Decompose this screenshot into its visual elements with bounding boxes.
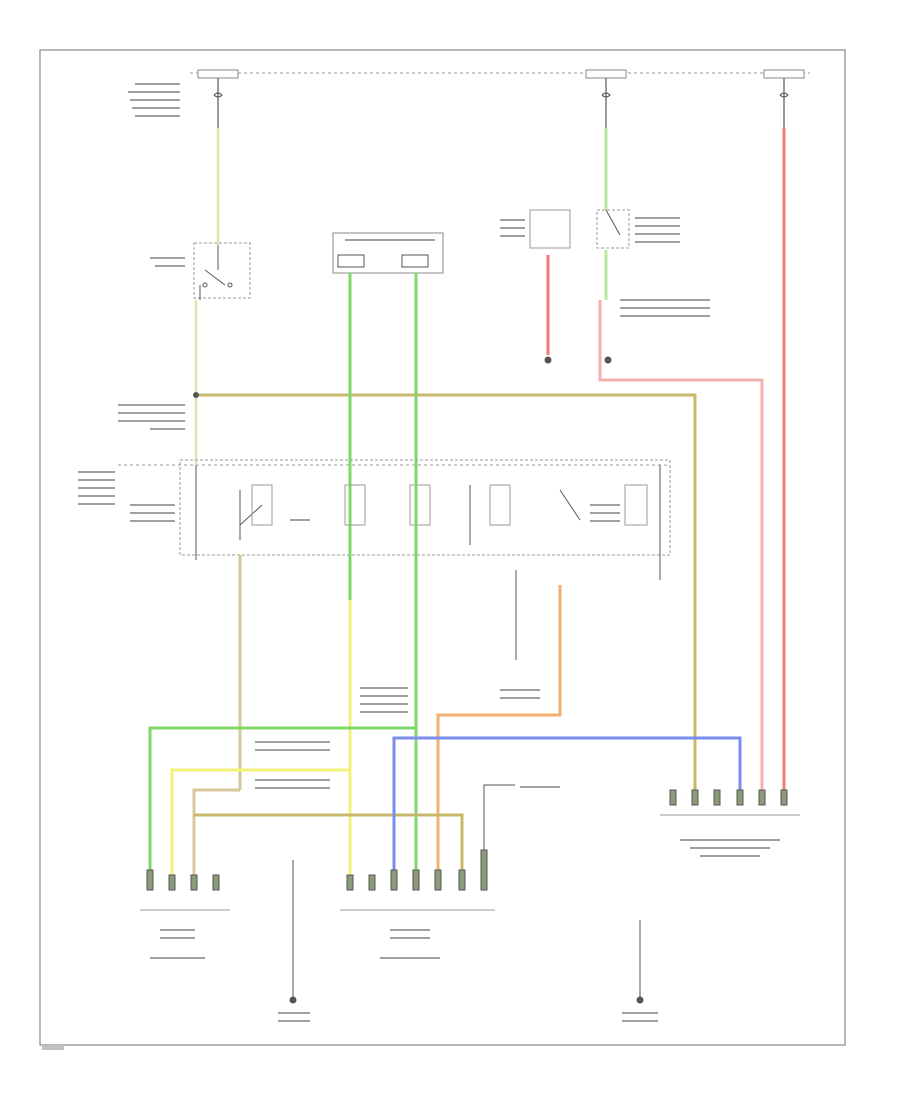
blue-harness — [392, 736, 742, 880]
olive-lower-harness — [194, 813, 464, 880]
left-fuse-label-block — [128, 83, 180, 117]
top-bus-lines — [118, 72, 810, 466]
left-trailer-connector — [140, 869, 230, 911]
right-connector-label — [680, 839, 780, 857]
yellow-horizontal-harness — [170, 768, 350, 880]
stop-lamp-switch-label — [150, 257, 185, 267]
olive-trunk-wire — [193, 392, 697, 800]
middle-connector-label — [380, 929, 440, 959]
ground-symbol-bottom-right — [636, 920, 644, 1004]
ground-labels — [278, 1012, 658, 1022]
orange-wire — [436, 585, 562, 880]
tan-horizontal-harness — [192, 788, 240, 880]
harness-labels — [255, 687, 560, 789]
left-junction-label — [78, 404, 185, 505]
ground-symbol-upper-left — [544, 356, 552, 364]
pink-wire-right — [598, 300, 764, 800]
fuse-box-right — [763, 69, 805, 128]
ground-symbol-upper-right — [604, 356, 612, 364]
middle-trailer-connector — [340, 849, 495, 911]
ground-symbol-bottom-left — [289, 860, 297, 1004]
upper-right-switch-label — [500, 217, 710, 317]
tag-wire — [483, 784, 515, 850]
upper-right-switch — [529, 209, 630, 249]
left-connector-label — [150, 929, 205, 959]
right-trailer-connector — [660, 789, 800, 816]
fuse-box-middle — [585, 69, 627, 128]
green-horizontal-harness — [148, 726, 416, 880]
footer-code-mark — [42, 1045, 64, 1050]
relay-module-labels — [130, 504, 620, 522]
multifunction-switch — [332, 232, 444, 274]
trailer-relay-module — [179, 459, 671, 580]
stop-lamp-switch — [193, 242, 251, 300]
fuse-box-left — [197, 69, 239, 128]
diagram-frame — [39, 49, 846, 1046]
